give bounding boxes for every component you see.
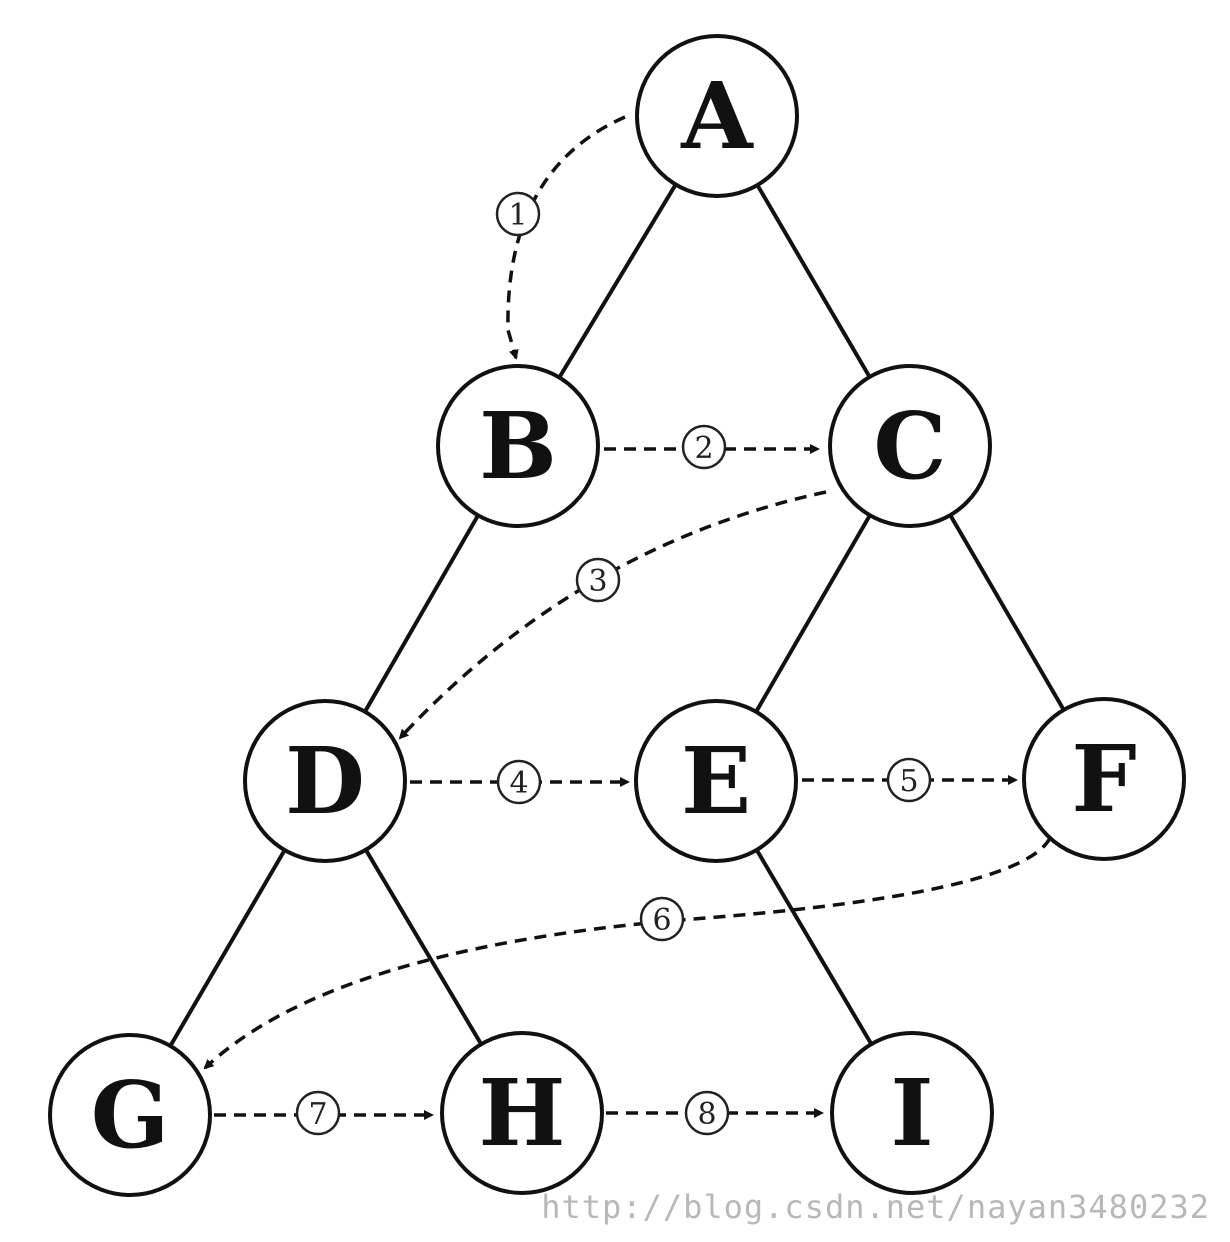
node-i: I [830, 1031, 994, 1195]
node-h: H [440, 1031, 604, 1195]
traversal-arrow-a-b [506, 115, 626, 360]
node-label: F [1071, 725, 1136, 833]
node-circle [48, 1033, 212, 1197]
step-badge [496, 759, 542, 805]
node-label: C [873, 392, 946, 500]
node-c: C [828, 364, 992, 528]
traversal-step-6: 6 [203, 837, 1052, 1070]
watermark-text: http://blog.csdn.net/nayan3480232 [541, 1188, 1210, 1226]
traversal-step-1: 1 [495, 115, 626, 360]
step-number: 8 [697, 1097, 716, 1132]
node-label: H [479, 1059, 566, 1167]
traversal-step-8: 8 [606, 1090, 824, 1136]
step-badge [886, 757, 932, 803]
step-number: 6 [652, 903, 671, 938]
node-circle [635, 34, 799, 198]
step-badge [684, 1090, 730, 1136]
step-badge [295, 1090, 341, 1136]
traversal-step-5: 5 [802, 757, 1018, 803]
node-label: I [890, 1059, 933, 1167]
step-number: 5 [899, 764, 918, 799]
node-circle [440, 1031, 604, 1195]
node-d: D [243, 699, 407, 863]
step-number: 3 [588, 564, 607, 599]
traversal-step-3: 3 [398, 490, 827, 740]
step-badge [575, 557, 621, 603]
step-number: 1 [508, 198, 527, 233]
step-number: 2 [694, 431, 713, 466]
node-circle [830, 1031, 994, 1195]
step-badge [681, 424, 727, 470]
tree-edges [128, 114, 1106, 1117]
node-b: B [436, 364, 600, 528]
node-label: E [681, 727, 751, 835]
node-g: G [48, 1033, 212, 1197]
node-circle [243, 699, 407, 863]
traversal-step-2: 2 [604, 424, 820, 470]
node-f: F [1022, 697, 1186, 861]
node-circle [1022, 697, 1186, 861]
tree-nodes: A B C D E F G H I [48, 34, 1186, 1197]
node-e: E [634, 699, 798, 863]
step-badge [495, 191, 541, 237]
node-a: A [635, 34, 799, 198]
node-label: A [680, 62, 754, 170]
node-label: D [285, 727, 365, 835]
traversal-arrows: 1 2 3 4 5 6 7 8 [203, 115, 1052, 1136]
node-label: G [91, 1061, 170, 1169]
node-circle [436, 364, 600, 528]
node-circle [828, 364, 992, 528]
traversal-step-7: 7 [214, 1090, 434, 1136]
node-label: B [479, 392, 557, 500]
node-circle [634, 699, 798, 863]
step-number: 7 [308, 1097, 327, 1132]
traversal-step-4: 4 [410, 759, 630, 805]
step-badge [639, 896, 685, 942]
step-number: 4 [509, 766, 528, 801]
